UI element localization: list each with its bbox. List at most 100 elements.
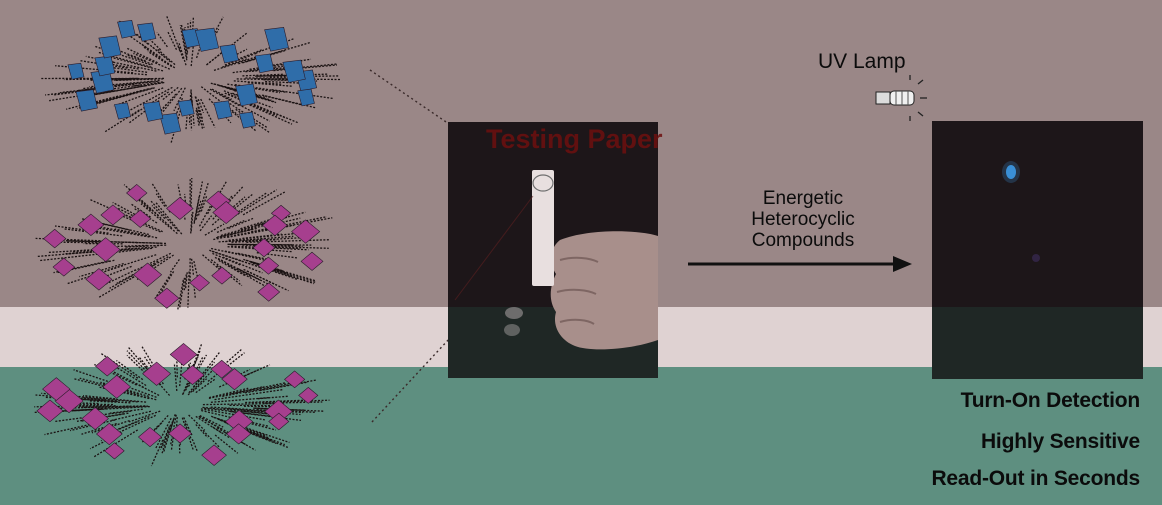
- crystal-strut: [200, 86, 239, 116]
- crystal-strut: [254, 248, 293, 253]
- crystal-strut: [116, 241, 167, 245]
- crystal-strut: [192, 361, 215, 388]
- crystal-polyhedron: [129, 209, 152, 228]
- crystal-polyhedron: [137, 427, 163, 448]
- crystal-strut: [177, 279, 184, 310]
- crystal-strut: [227, 83, 281, 94]
- crystal-strut: [191, 343, 203, 370]
- crystal-strut: [66, 240, 99, 243]
- crystal-strut: [195, 96, 204, 119]
- crystal-strut: [102, 358, 147, 387]
- crystal-polyhedron: [282, 59, 306, 83]
- crystal-polyhedron: [104, 442, 125, 460]
- crystal-strut: [133, 52, 171, 70]
- crystal-polyhedron: [114, 102, 132, 120]
- crystal-strut: [233, 80, 283, 85]
- reaction-arrow: [688, 256, 912, 272]
- crystal-strut: [138, 198, 173, 229]
- crystal-strut: [228, 231, 307, 241]
- crystal-polyhedron: [257, 256, 280, 275]
- crystal-polyhedron: [43, 228, 67, 249]
- crystal-strut: [202, 429, 220, 448]
- crystal-strut: [254, 407, 325, 412]
- crystal-strut: [127, 346, 154, 377]
- crystal-polyhedron: [126, 184, 148, 202]
- crystal-strut: [81, 405, 146, 409]
- crystal-polyhedron: [90, 237, 121, 262]
- crystal-strut: [193, 196, 200, 223]
- crystal-strut: [112, 201, 136, 215]
- crystal-strut: [112, 370, 145, 388]
- crystal-strut: [45, 87, 106, 96]
- arrow-label-line: Energetic: [762, 188, 844, 209]
- crystal-strut: [101, 410, 132, 416]
- crystal-polyhedron: [168, 423, 193, 444]
- crystal-strut: [198, 416, 243, 441]
- crystal-strut: [82, 218, 131, 231]
- crystal-strut: [105, 55, 164, 72]
- crystal-strut: [91, 419, 130, 434]
- crystal-strut: [125, 54, 153, 66]
- crystal-strut: [65, 246, 148, 255]
- crystal-strut: [190, 177, 193, 208]
- crystal-strut: [200, 408, 265, 421]
- crystal-strut: [133, 207, 158, 224]
- crystal-strut: [225, 238, 263, 243]
- crystal-strut: [177, 44, 184, 60]
- connector-line-top: [369, 69, 453, 127]
- crystal-strut: [135, 383, 160, 396]
- crystal-strut: [82, 394, 116, 400]
- crystal-strut: [128, 410, 161, 423]
- crystal-strut: [181, 417, 194, 451]
- crystal-polyhedron: [81, 407, 109, 431]
- crystal-strut: [213, 416, 266, 437]
- crystal-polyhedron: [67, 62, 85, 80]
- crystal-structure-middle: [35, 177, 333, 310]
- crystal-strut: [126, 244, 167, 248]
- crystal-strut: [247, 82, 292, 87]
- crystal-strut: [76, 86, 112, 92]
- crystal-strut: [156, 32, 168, 48]
- crystal-strut: [228, 217, 254, 230]
- crystal-strut: [177, 41, 187, 66]
- crystal-strut: [128, 100, 160, 124]
- crystal-strut: [79, 377, 139, 395]
- crystal-strut: [221, 58, 248, 68]
- crystal-strut: [251, 399, 330, 404]
- crystal-strut: [80, 217, 149, 236]
- crystal-strut: [188, 373, 206, 394]
- crystal-strut: [264, 95, 303, 106]
- crystal-strut: [228, 265, 266, 287]
- crystal-strut: [126, 354, 154, 381]
- crystal-strut: [126, 350, 150, 375]
- crystal-polyhedron: [85, 268, 113, 291]
- crystal-polyhedron: [137, 22, 157, 42]
- crystal-strut: [114, 415, 150, 432]
- crystal-strut: [234, 189, 278, 217]
- crystal-polyhedron: [117, 19, 136, 39]
- crystal-strut: [131, 81, 163, 87]
- crystal-polyhedron: [75, 89, 98, 112]
- crystal-polyhedron: [211, 266, 233, 285]
- crystal-structure-top: [40, 15, 341, 144]
- crystal-polyhedron: [239, 111, 256, 129]
- crystal-strut: [44, 420, 104, 436]
- crystal-strut: [113, 87, 164, 107]
- crystal-strut: [79, 59, 128, 69]
- crystal-strut: [187, 271, 190, 308]
- crystal-strut: [69, 419, 116, 432]
- crystal-strut: [192, 378, 208, 393]
- crystal-polyhedron: [201, 444, 227, 466]
- crystal-strut: [188, 414, 206, 431]
- crystal-structure-bottom: [34, 343, 330, 467]
- crystal-strut: [238, 90, 275, 103]
- crystal-polyhedron: [42, 377, 71, 401]
- crystal-strut: [202, 254, 221, 271]
- crystal-strut: [195, 378, 217, 394]
- crystal-strut: [100, 352, 139, 379]
- crystal-strut: [230, 49, 263, 63]
- crystal-strut: [93, 429, 139, 458]
- crystal-strut: [126, 47, 158, 64]
- crystal-strut: [210, 396, 271, 403]
- crystal-strut: [190, 43, 195, 67]
